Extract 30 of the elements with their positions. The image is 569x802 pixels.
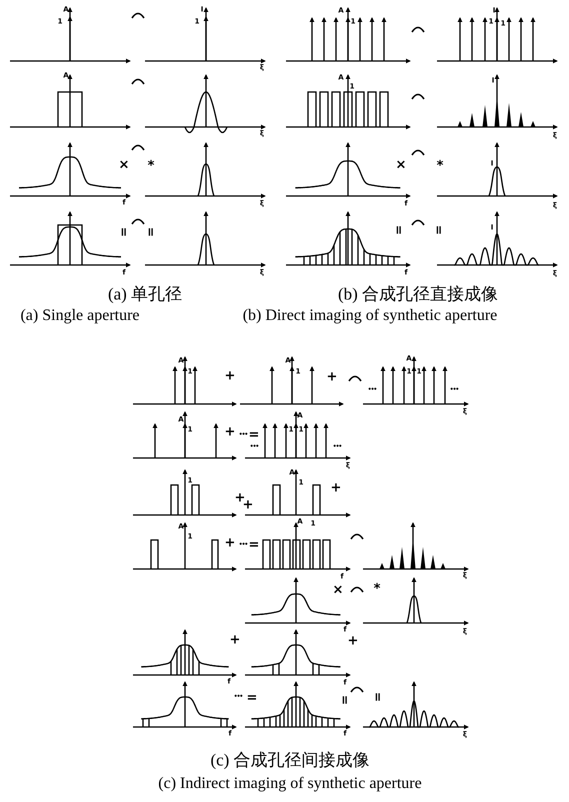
operator-sign: + [224,370,236,382]
operator-sign: = [118,226,130,238]
operator-sign: + [234,492,246,504]
operator-sign: = [248,538,260,552]
operator-sign: × [332,584,344,596]
operator-sign: + [230,634,240,646]
operator-sign: = [433,224,445,236]
operator-sign: + [224,536,236,550]
figure-caption: (c) 合成孔径间接成像 [210,752,370,768]
operator-sign: = [372,692,384,702]
operator-sign: + [326,370,338,384]
figure-caption: (a) Single aperture [20,308,140,324]
operator-sign: + [242,498,254,512]
figure-caption: (a) 单孔径 [108,286,182,302]
operator-sign: + [348,634,358,648]
operator-sign: = [248,428,260,442]
figure-caption: (b) Direct imaging of synthetic aperture [242,308,498,324]
operator-sign: = [246,692,258,704]
operator-sign: * [374,582,380,596]
figure-caption: (b) 合成孔径直接成像 [338,286,498,302]
operator-sign: + [330,482,342,494]
operator-sign: = [393,224,405,236]
operator-sign: × [118,158,130,172]
operator-sign: + [224,426,236,438]
operator-sign: × [396,158,406,172]
operator-sign: * [148,160,154,172]
operator-sign: = [339,694,351,706]
operator-sign: = [145,226,157,238]
operator-sign: * [436,160,444,172]
figure-caption: (c) Indirect imaging of synthetic aperture [158,776,422,792]
